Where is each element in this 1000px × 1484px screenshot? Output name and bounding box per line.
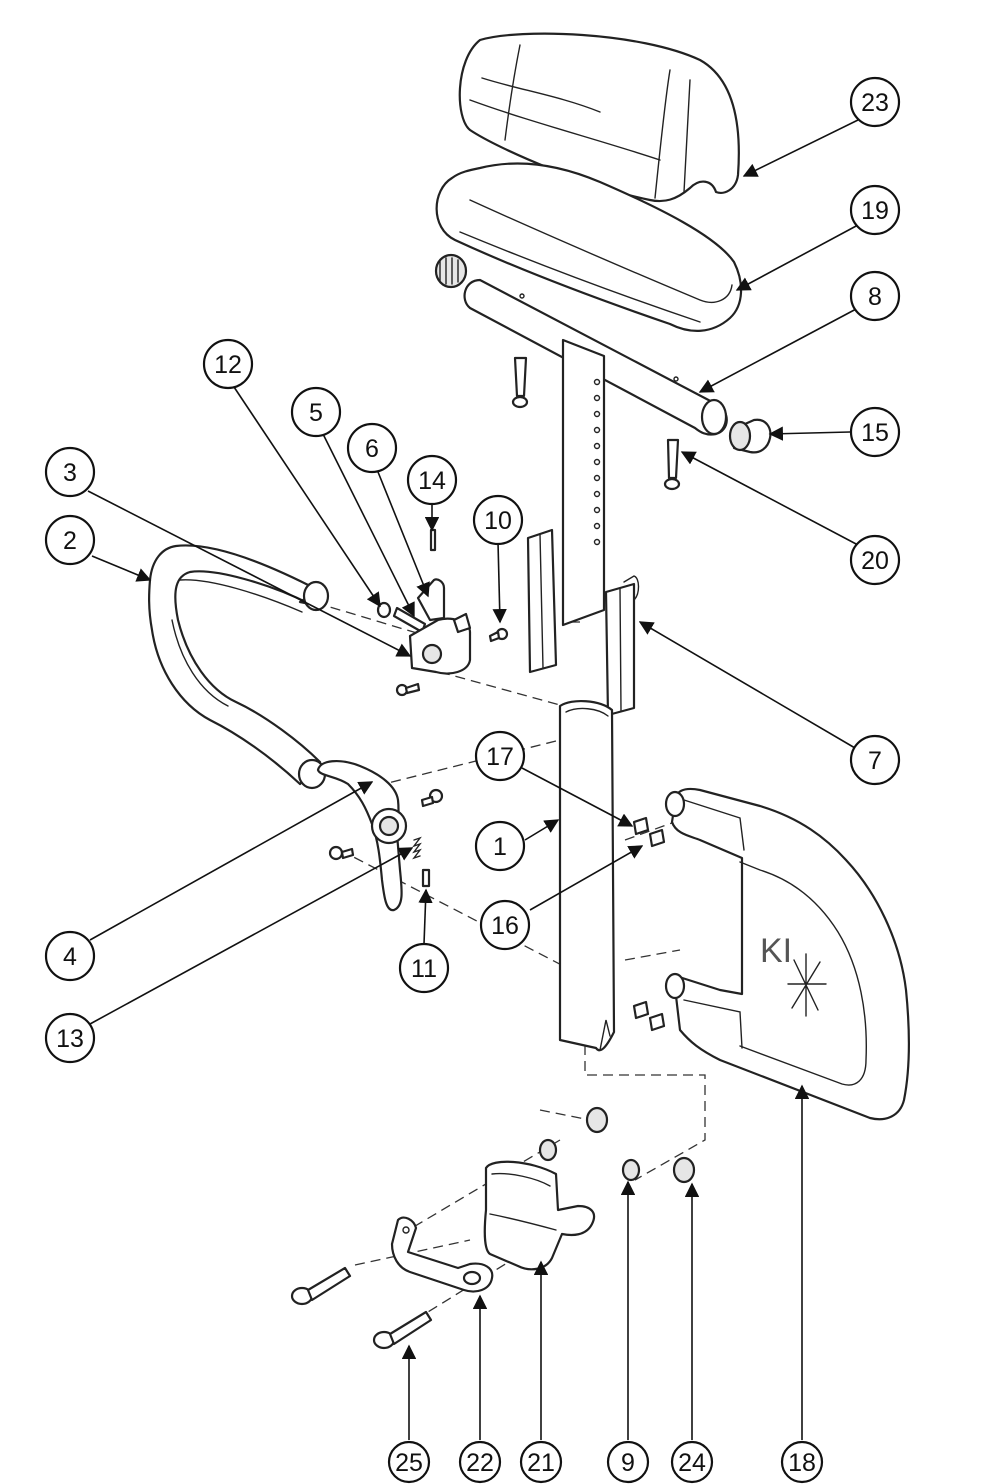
callout-15: 15 <box>849 406 901 458</box>
callout-label: 10 <box>484 507 512 535</box>
callout-6: 6 <box>346 422 398 474</box>
clamp-part <box>390 1216 494 1293</box>
callout-label: 4 <box>63 943 77 971</box>
arm-frame-part <box>148 544 330 790</box>
callout-label: 15 <box>861 419 889 447</box>
callout-label: 24 <box>678 1449 706 1477</box>
callout-9: 9 <box>606 1440 650 1484</box>
side-panel-logo: KI <box>760 932 792 970</box>
callout-2: 2 <box>44 514 96 566</box>
callout-3: 3 <box>44 446 96 498</box>
callout-17: 17 <box>474 730 526 782</box>
callout-19: 19 <box>849 184 901 236</box>
callout-label: 16 <box>491 912 519 940</box>
callout-4: 4 <box>44 930 96 982</box>
callout-label: 5 <box>309 399 323 427</box>
release-lever-part <box>316 760 444 912</box>
callout-label: 9 <box>621 1449 635 1477</box>
callout-5: 5 <box>290 386 342 438</box>
callout-11: 11 <box>398 942 450 994</box>
spring-part <box>376 601 392 619</box>
end-plug-part <box>434 253 772 454</box>
callout-label: 13 <box>56 1025 84 1053</box>
callout-24: 24 <box>670 1440 714 1484</box>
pin-part <box>392 606 427 634</box>
arm-pad-part <box>435 162 743 332</box>
callout-21: 21 <box>519 1440 563 1484</box>
callout-18: 18 <box>780 1440 824 1484</box>
washer-nut-part <box>538 1106 696 1184</box>
callout-label: 21 <box>527 1449 555 1477</box>
callout-8: 8 <box>849 270 901 322</box>
pins-part <box>632 816 666 1032</box>
callout-23: 23 <box>849 76 901 128</box>
callout-label: 19 <box>861 197 889 225</box>
roll-pin-part <box>429 528 437 552</box>
spring-clip-part <box>604 575 640 717</box>
leader-lines <box>87 119 859 1440</box>
callout-label: 2 <box>63 527 77 555</box>
clamp-block-part <box>408 612 472 675</box>
callout-label: 1 <box>493 833 507 861</box>
callout-13: 13 <box>44 1012 96 1064</box>
callout-label: 25 <box>395 1449 423 1477</box>
side-panel-part: KI <box>664 787 910 1121</box>
mounting-bracket-part <box>483 1160 596 1271</box>
callout-7: 7 <box>849 734 901 786</box>
callout-10: 10 <box>472 494 524 546</box>
callout-label: 3 <box>63 459 77 487</box>
callout-label: 7 <box>868 747 882 775</box>
receiver-tube-part <box>558 700 616 1052</box>
callout-label: 23 <box>861 89 889 117</box>
bolt-part <box>290 1266 433 1350</box>
arm-pad-cover-part <box>458 32 740 203</box>
callout-label: 12 <box>214 351 242 379</box>
callout-label: 8 <box>868 283 882 311</box>
callout-label: 14 <box>418 467 446 495</box>
callout-label: 11 <box>411 955 437 983</box>
callout-20: 20 <box>849 534 901 586</box>
callout-25: 25 <box>387 1440 431 1484</box>
latch-part <box>416 578 446 622</box>
callout-label: 6 <box>365 435 379 463</box>
callout-1: 1 <box>474 820 526 872</box>
callout-12: 12 <box>202 338 254 390</box>
callout-16: 16 <box>479 899 531 951</box>
callout-22: 22 <box>458 1440 502 1484</box>
callout-label: 17 <box>486 743 514 771</box>
callout-label: 18 <box>788 1449 816 1477</box>
spring-screw-part <box>412 836 431 888</box>
arm-post-part <box>561 338 606 627</box>
callout-14: 14 <box>406 454 458 506</box>
small-screw-part <box>395 627 509 697</box>
callout-label: 20 <box>861 547 889 575</box>
screw-part <box>511 356 681 491</box>
callout-label: 22 <box>466 1449 494 1477</box>
strip-part <box>526 528 558 674</box>
